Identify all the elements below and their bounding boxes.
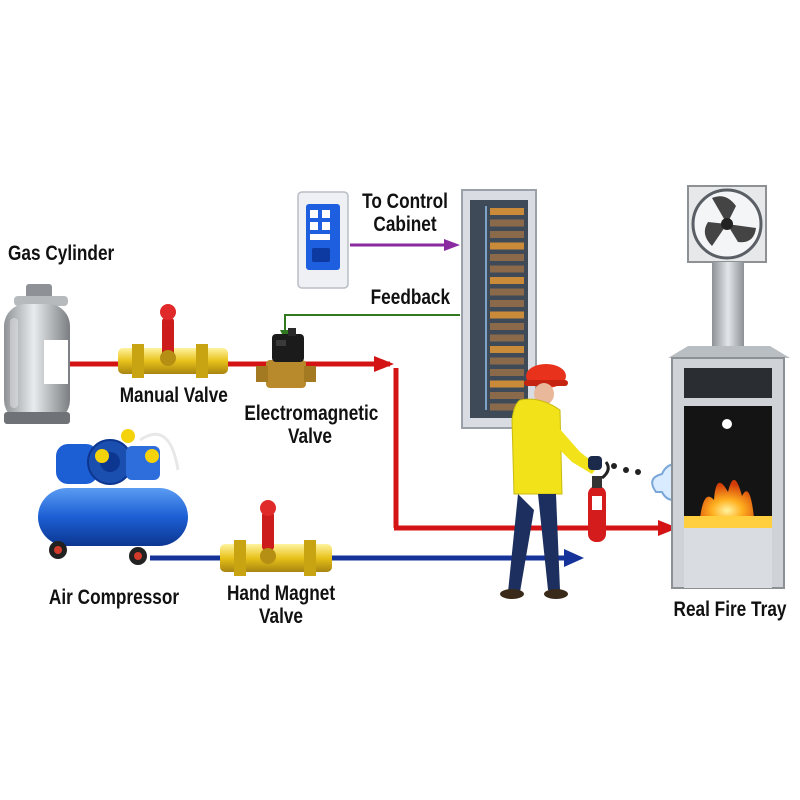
firefighter-figure: [500, 364, 602, 599]
exhaust-fan-icon: [687, 185, 767, 263]
cabinet-module: [490, 265, 524, 273]
label-to-control-cabinet: To Control Cabinet: [362, 190, 448, 236]
cabinet-module: [490, 242, 524, 250]
cabinet-module: [490, 219, 524, 227]
label-electromagnetic-valve: Electromagnetic Valve: [244, 402, 379, 448]
label-manual-valve: Manual Valve: [119, 384, 228, 407]
label-hand-magnet-valve: Hand Magnet Valve: [226, 582, 336, 628]
chimney: [712, 262, 744, 346]
electromagnetic-valve-icon: [256, 328, 316, 388]
label-feedback: Feedback: [370, 286, 451, 309]
cabinet-module: [490, 392, 524, 399]
cabinet-module: [490, 208, 524, 215]
cabinet-module: [490, 254, 524, 261]
air-compressor-icon: [38, 429, 188, 565]
manual-valve-icon: [118, 304, 228, 378]
cabinet-module: [490, 288, 524, 296]
cabinet-module: [490, 311, 524, 319]
cabinet-module: [490, 380, 524, 388]
cabinet-module: [490, 357, 524, 365]
control-cabinet-icon: [461, 189, 537, 429]
label-real-fire-tray: Real Fire Tray: [673, 598, 787, 621]
label-air-compressor: Air Compressor: [48, 586, 180, 609]
feedback-line: [280, 314, 460, 340]
cabinet-module: [490, 277, 524, 284]
cabinet-module: [490, 334, 524, 342]
hand-magnet-valve-icon: [220, 500, 332, 576]
gas-cylinder-icon: [4, 284, 70, 424]
air-pipeline: [150, 549, 584, 567]
cabinet-module: [490, 323, 524, 330]
cabinet-module: [490, 346, 524, 353]
control-signal-line: [350, 239, 460, 251]
cabinet-module: [490, 300, 524, 307]
label-gas-cylinder: Gas Cylinder: [8, 242, 115, 265]
control-panel-icon: [297, 191, 349, 289]
cabinet-module: [490, 369, 524, 376]
extinguisher-spray: [611, 463, 641, 475]
cabinet-module: [490, 231, 524, 238]
fire-tray-icon: [668, 346, 790, 589]
fire-extinguisher-icon: [588, 461, 610, 542]
cabinet-module: [490, 403, 524, 411]
